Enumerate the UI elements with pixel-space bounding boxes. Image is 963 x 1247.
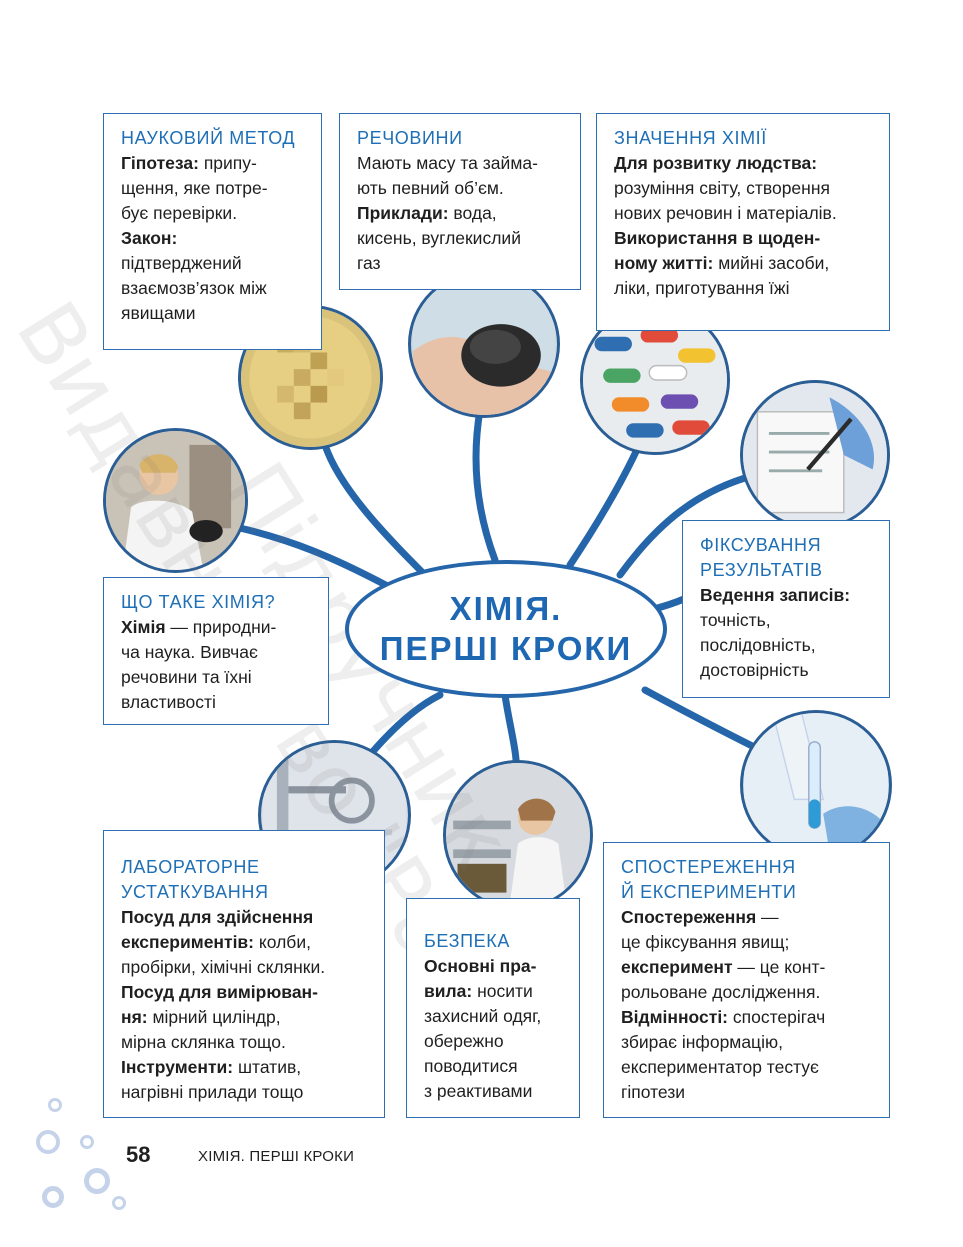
card-title-2: УСТАТКУВАННЯ <box>121 882 269 902</box>
decor-bubble <box>112 1196 126 1210</box>
charcoal-hand-photo <box>408 270 560 418</box>
central-topic-line-2: ПЕРШІ КРОКИ <box>379 630 633 667</box>
card-recording-results: ФІКСУВАННЯ РЕЗУЛЬТАТІВ Ведення записів: … <box>682 520 890 698</box>
decor-bubble <box>80 1135 94 1149</box>
writing-notes-photo <box>740 380 890 530</box>
card-title: ЗНАЧЕННЯ ХІМІЇ <box>614 128 767 148</box>
card-safety: БЕЗПЕКА Основні пра- вила: носити захисн… <box>406 898 580 1118</box>
hand-with-granules-icon <box>413 273 555 415</box>
decor-bubble <box>36 1130 60 1154</box>
pills-icon <box>583 308 727 452</box>
pen-and-paper-icon <box>743 383 887 527</box>
decor-bubble <box>42 1186 64 1208</box>
central-topic-line-1: ХІМІЯ. <box>449 590 563 627</box>
card-scientific-method: НАУКОВИЙ МЕТОД Гіпотеза: припу- щення, я… <box>103 113 322 350</box>
scientist-lab-photo <box>103 428 248 573</box>
card-title: ЛАБОРАТОРНЕ <box>121 857 260 877</box>
test-tube-icon <box>744 713 888 857</box>
card-title-2: РЕЗУЛЬТАТІВ <box>700 560 823 580</box>
card-importance: ЗНАЧЕННЯ ХІМІЇ Для розвитку людства: роз… <box>596 113 890 331</box>
card-title: БЕЗПЕКА <box>424 931 510 951</box>
lab-worker-photo <box>443 760 593 910</box>
page-number: 58 <box>126 1142 151 1167</box>
card-what-is-chemistry: ЩО ТАКЕ ХІМІЯ? Хімія — природни- ча наук… <box>103 577 329 725</box>
decor-bubble <box>84 1168 110 1194</box>
card-title: СПОСТЕРЕЖЕННЯ <box>621 857 796 877</box>
central-topic: ХІМІЯ. ПЕРШІ КРОКИ <box>345 560 667 698</box>
running-footer-title: ХІМІЯ. ПЕРШІ КРОКИ <box>198 1148 355 1165</box>
card-title: РЕЧОВИНИ <box>357 128 463 148</box>
card-title: ЩО ТАКЕ ХІМІЯ? <box>121 592 276 612</box>
card-title-2: Й ЕКСПЕРИМЕНТИ <box>621 882 797 902</box>
card-lab-equipment: ЛАБОРАТОРНЕ УСТАТКУВАННЯ Посуд для здійс… <box>103 830 385 1118</box>
card-observation-experiments: СПОСТЕРЕЖЕННЯ Й ЕКСПЕРИМЕНТИ Спостережен… <box>603 842 890 1118</box>
scientist-icon <box>106 431 245 570</box>
card-title: НАУКОВИЙ МЕТОД <box>121 128 296 148</box>
card-title: ФІКСУВАННЯ <box>700 535 822 555</box>
observation-photo <box>740 710 892 860</box>
lab-worker-icon <box>446 763 590 907</box>
decor-bubble <box>48 1098 62 1112</box>
card-substances: РЕЧОВИНИ Мають масу та займа- ють певний… <box>339 113 581 290</box>
